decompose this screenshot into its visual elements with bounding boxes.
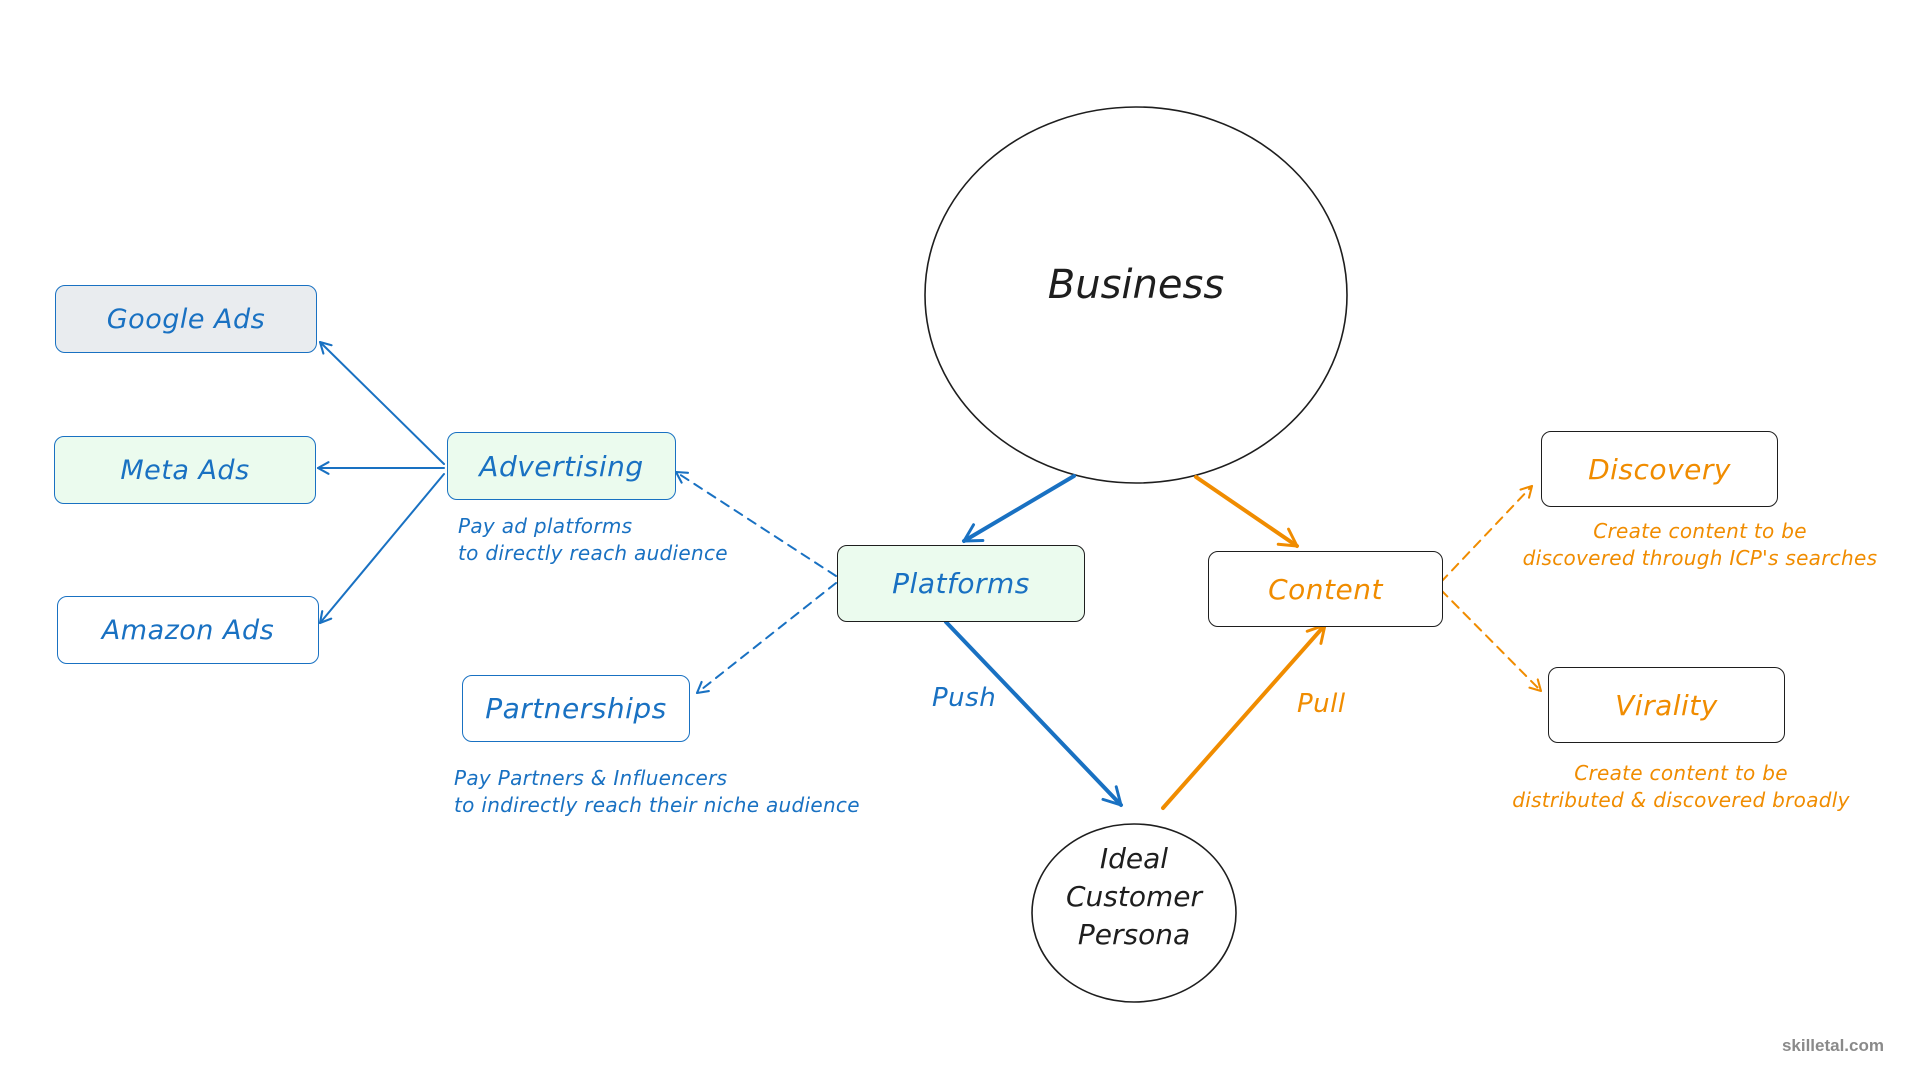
discovery-note-line-1: Create content to be: [1593, 519, 1807, 543]
discovery-node[interactable]: Discovery: [1541, 431, 1778, 507]
pull-label: Pull: [1297, 689, 1346, 719]
virality-note-line-2: distributed & discovered broadly: [1512, 788, 1850, 812]
watermark: skilletal.com: [1781, 1036, 1884, 1055]
icp-circle: [1031, 823, 1237, 1003]
icp-label: Ideal Customer Persona: [1044, 840, 1224, 954]
icp-label-line-2: Customer: [1065, 880, 1202, 913]
content-node[interactable]: Content: [1208, 551, 1443, 627]
advertising-note: Pay ad platforms to directly reach audie…: [458, 513, 728, 567]
partnerships-note-line-2: to indirectly reach their niche audience: [454, 793, 860, 817]
edge-platforms-partnerships: [695, 582, 837, 695]
edge-business-content: [1194, 475, 1299, 548]
push-label: Push: [932, 683, 997, 713]
business-label: Business: [1047, 262, 1225, 308]
partnerships-note: Pay Partners & Influencers to indirectly…: [454, 765, 860, 819]
virality-note-line-1: Create content to be: [1574, 761, 1788, 785]
virality-note: Create content to be distributed & disco…: [1498, 760, 1864, 814]
icp-label-line-3: Persona: [1077, 918, 1191, 951]
advertising-node[interactable]: Advertising: [447, 432, 676, 500]
platforms-node[interactable]: Platforms: [837, 545, 1085, 622]
icp-label-line-1: Ideal: [1099, 842, 1169, 875]
edge-platforms-advertising: [674, 470, 837, 577]
advertising-note-line-2: to directly reach audience: [458, 541, 728, 565]
virality-node[interactable]: Virality: [1548, 667, 1785, 743]
business-circle: [924, 106, 1348, 484]
amazon-ads-node[interactable]: Amazon Ads: [57, 596, 319, 664]
partnerships-node[interactable]: Partnerships: [462, 675, 690, 742]
edge-advertising-amazon: [318, 473, 445, 625]
discovery-note-line-2: discovered through ICP's searches: [1522, 546, 1878, 570]
edge-push: [944, 620, 1123, 807]
advertising-note-line-1: Pay ad platforms: [458, 514, 633, 538]
meta-ads-node[interactable]: Meta Ads: [54, 436, 316, 504]
partnerships-note-line-1: Pay Partners & Influencers: [454, 766, 728, 790]
edge-content-virality: [1440, 589, 1543, 693]
edge-advertising-google: [318, 340, 445, 465]
discovery-note: Create content to be discovered through …: [1515, 518, 1885, 572]
edge-pull: [1161, 623, 1327, 810]
edge-content-discovery: [1440, 484, 1534, 583]
edge-business-platforms: [962, 474, 1076, 543]
google-ads-node[interactable]: Google Ads: [55, 285, 317, 353]
